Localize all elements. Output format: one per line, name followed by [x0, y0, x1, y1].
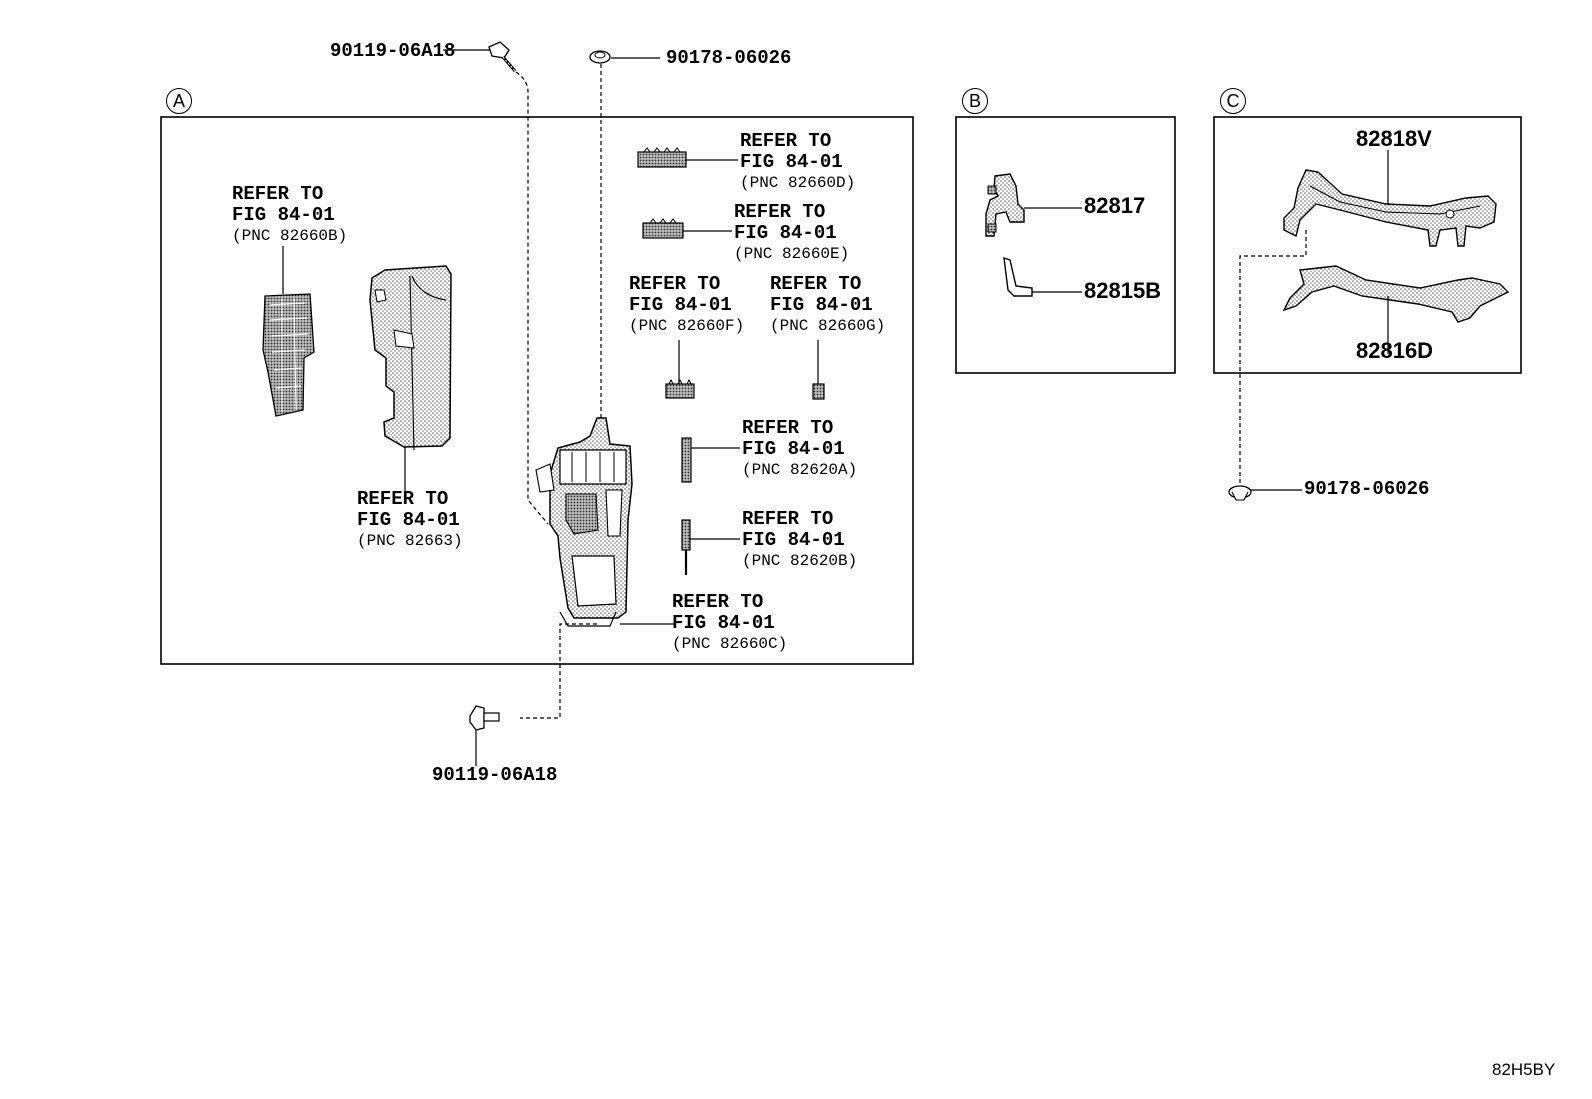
part-number-82818v: 82818V [1356, 126, 1432, 151]
section-c-frame [1213, 116, 1522, 374]
relay-82660e-icon [642, 218, 732, 239]
bracket-82818v-icon [1283, 150, 1497, 247]
section-b-frame [955, 116, 1176, 374]
bolt-bottom-part-number: 90119-06A18 [432, 764, 558, 786]
clip-c-part-number: 90178-06026 [1304, 478, 1430, 500]
diagram-code: 82H5BY [1492, 1060, 1556, 1079]
section-c-marker: C [1220, 88, 1246, 114]
bolt-top-icon [443, 41, 517, 72]
part-number-82816d: 82816D [1356, 338, 1434, 363]
section-b-marker: B [962, 88, 988, 114]
bolt-bottom-leader [520, 623, 597, 719]
bolt-top-leader [515, 71, 549, 525]
section-a-frame [160, 116, 914, 665]
bracket-82815b-icon [1003, 256, 1082, 297]
relay-82660d-icon [637, 147, 738, 168]
bracket-82816d-icon [1282, 265, 1510, 354]
bracket-82817-icon [985, 173, 1082, 237]
bolt-bottom-icon [469, 705, 500, 766]
fuse-82620b-icon [681, 519, 740, 575]
bolt-top-part-number: 90119-06A18 [330, 40, 456, 62]
clip-top-icon [589, 50, 660, 64]
junction-cover-82663-icon [369, 265, 452, 494]
junction-block-82660c-icon [535, 417, 675, 627]
clip-top-part-number: 90178-06026 [666, 47, 792, 69]
section-a-marker: A [166, 88, 192, 114]
connector-cluster-82660b-icon [262, 246, 315, 417]
part-number-82815b: 82815B [1084, 278, 1162, 303]
clip-c-icon [1228, 485, 1302, 501]
clip-c-leader [1239, 230, 1307, 486]
fuse-82620a-icon [681, 437, 740, 483]
relay-82660f-icon [665, 340, 695, 399]
part-number-82817: 82817 [1084, 193, 1146, 218]
relay-82660g-icon [812, 340, 825, 400]
